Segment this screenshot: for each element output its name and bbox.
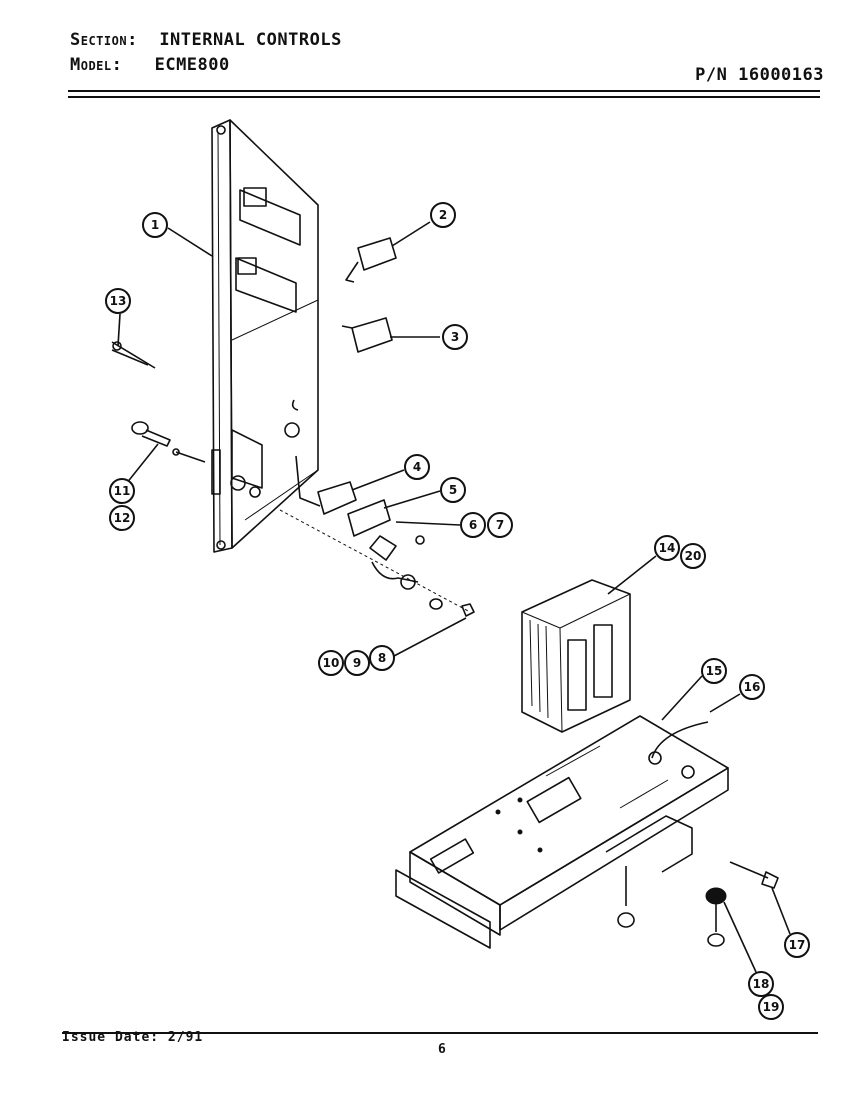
svg-text:1: 1 bbox=[151, 218, 159, 232]
svg-text:10: 10 bbox=[323, 656, 340, 670]
callout-19: 19 bbox=[758, 994, 784, 1020]
micro-switch-3 bbox=[341, 317, 393, 353]
control-panel-bracket bbox=[211, 119, 319, 553]
callout-11: 11 bbox=[109, 478, 135, 504]
callout-14: 14 bbox=[654, 535, 680, 561]
callout-7: 7 bbox=[487, 512, 513, 538]
foot-18-19 bbox=[705, 887, 727, 947]
callout-12: 12 bbox=[109, 505, 135, 531]
transformer bbox=[521, 579, 631, 733]
base-screw bbox=[617, 866, 635, 928]
svg-text:12: 12 bbox=[114, 511, 131, 525]
svg-text:13: 13 bbox=[110, 294, 127, 308]
svg-text:19: 19 bbox=[763, 1000, 780, 1014]
switch-actuator-assembly bbox=[279, 455, 475, 617]
callout-4: 4 bbox=[404, 454, 430, 480]
section-line: Section: INTERNAL CONTROLS bbox=[70, 30, 342, 50]
leader-lines bbox=[117, 221, 791, 973]
svg-text:17: 17 bbox=[789, 938, 806, 952]
issue-date: Issue Date: 2/91 bbox=[62, 1030, 204, 1045]
callout-15: 15 bbox=[701, 658, 727, 684]
model-value: ECME800 bbox=[154, 55, 230, 75]
part-number: P/N 16000163 bbox=[695, 65, 824, 85]
callout-8: 8 bbox=[369, 645, 395, 671]
callout-1: 1 bbox=[142, 212, 168, 238]
footer-rule bbox=[62, 1032, 818, 1034]
base-plate bbox=[395, 715, 729, 949]
callout-17: 17 bbox=[784, 932, 810, 958]
section-key: Section: bbox=[70, 30, 138, 50]
model-key: Model: bbox=[70, 55, 123, 75]
callout-18: 18 bbox=[748, 971, 774, 997]
svg-text:14: 14 bbox=[659, 541, 676, 555]
svg-text:16: 16 bbox=[744, 680, 761, 694]
callout-13: 13 bbox=[105, 288, 131, 314]
callout-5: 5 bbox=[440, 477, 466, 503]
callout-16: 16 bbox=[739, 674, 765, 700]
svg-text:4: 4 bbox=[413, 460, 421, 474]
callout-6: 6 bbox=[460, 512, 486, 538]
screw-17 bbox=[729, 861, 779, 889]
callout-3: 3 bbox=[442, 324, 468, 350]
hinge-pin bbox=[131, 421, 206, 463]
svg-text:18: 18 bbox=[753, 977, 770, 991]
micro-switch-2 bbox=[345, 237, 397, 283]
callout-20: 20 bbox=[680, 543, 706, 569]
svg-text:6: 6 bbox=[469, 518, 477, 532]
header-rule-top bbox=[68, 90, 820, 92]
svg-text:20: 20 bbox=[685, 549, 702, 563]
svg-text:2: 2 bbox=[439, 208, 447, 222]
svg-text:9: 9 bbox=[353, 656, 361, 670]
svg-text:15: 15 bbox=[706, 664, 723, 678]
svg-text:3: 3 bbox=[451, 330, 459, 344]
section-value: INTERNAL CONTROLS bbox=[159, 30, 342, 50]
page-number: 6 bbox=[438, 1042, 446, 1057]
header-rule-bottom bbox=[68, 96, 820, 98]
svg-text:7: 7 bbox=[496, 518, 504, 532]
svg-text:11: 11 bbox=[114, 484, 131, 498]
svg-text:8: 8 bbox=[378, 651, 386, 665]
callout-9: 9 bbox=[344, 650, 370, 676]
callout-2: 2 bbox=[430, 202, 456, 228]
svg-text:5: 5 bbox=[449, 483, 457, 497]
wire-tie-13 bbox=[111, 341, 156, 369]
model-line: Model: ECME800 bbox=[70, 55, 230, 75]
callout-10: 10 bbox=[318, 650, 344, 676]
